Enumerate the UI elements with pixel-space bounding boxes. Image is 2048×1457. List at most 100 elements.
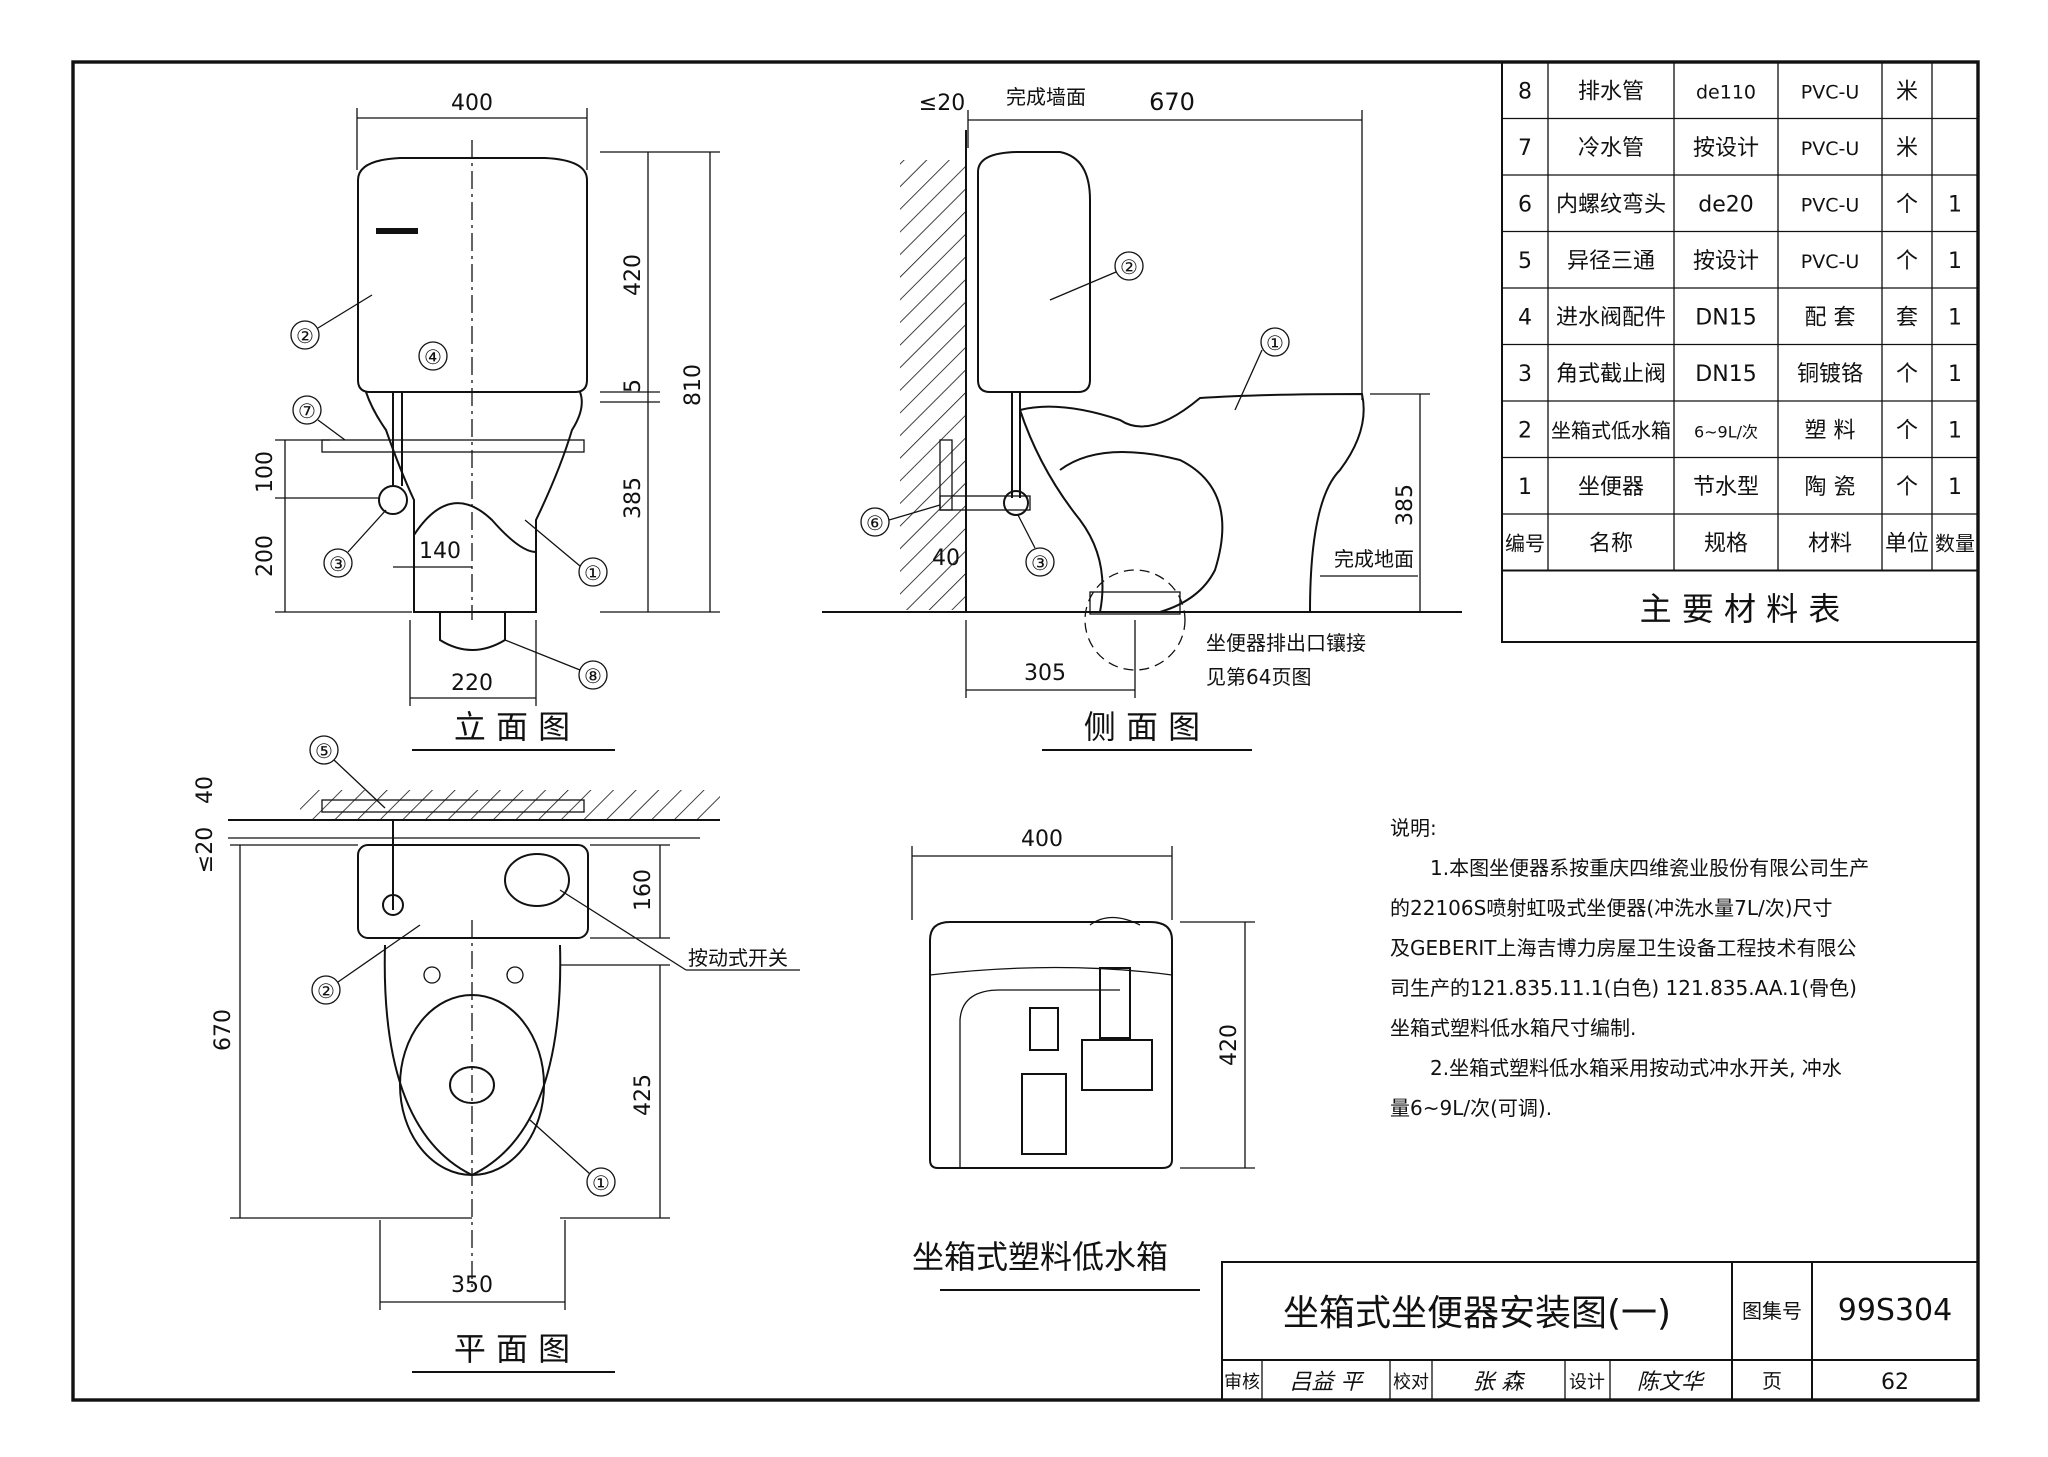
table-cell: 套 xyxy=(1896,305,1918,330)
tank-title: 坐箱式塑料低水箱 xyxy=(912,1238,1168,1276)
note-line: 及GEBERIT上海吉博力房屋卫生设备工程技术有限公 xyxy=(1390,936,1857,960)
callout-8: ⑧ xyxy=(584,664,602,688)
plan-dim-40: 40 xyxy=(193,776,218,804)
table-cell: 个 xyxy=(1896,249,1918,274)
table-cell: DN15 xyxy=(1695,362,1756,387)
elevation-dim-140: 140 xyxy=(419,539,461,564)
table-cell: 米 xyxy=(1896,79,1918,104)
table-cell: 个 xyxy=(1896,192,1918,217)
table-header-cell: 单位 xyxy=(1885,531,1929,556)
table-cell: 个 xyxy=(1896,475,1918,500)
table-header-cell: 材料 xyxy=(1808,531,1852,556)
atlas-label: 图集号 xyxy=(1742,1299,1802,1323)
table-cell: 按设计 xyxy=(1693,249,1759,274)
atlas-number: 99S304 xyxy=(1838,1293,1952,1328)
notes-heading: 说明: xyxy=(1390,816,1437,840)
drawing-title: 坐箱式坐便器安装图(一) xyxy=(1283,1293,1671,1334)
elevation-title: 立 面 图 xyxy=(454,708,570,746)
table-cell: 米 xyxy=(1896,136,1918,161)
review-label: 审核 xyxy=(1224,1372,1260,1393)
elevation-dim-200: 200 xyxy=(253,535,278,577)
table-cell: 5 xyxy=(1518,249,1532,274)
plan-callout-1: ① xyxy=(592,1171,610,1195)
check-label: 校对 xyxy=(1393,1372,1429,1393)
callout-3: ③ xyxy=(329,552,347,576)
note-line: 1.本图坐便器系按重庆四维瓷业股份有限公司生产 xyxy=(1430,856,1869,880)
table-cell: 1 xyxy=(1948,192,1962,217)
table-cell: 冷水管 xyxy=(1578,136,1644,161)
table-cell: DN15 xyxy=(1695,305,1756,330)
elevation-dim-100: 100 xyxy=(253,451,278,493)
side-wall-gap: ≤20 xyxy=(919,91,965,116)
table-cell: 8 xyxy=(1518,79,1532,104)
table-cell: 坐箱式低水箱 xyxy=(1551,418,1671,442)
table-cell: 2 xyxy=(1518,418,1532,443)
table-cell: 角式截止阀 xyxy=(1556,362,1666,387)
table-cell: 1 xyxy=(1948,418,1962,443)
tank-height: 420 xyxy=(1217,1024,1242,1066)
checker-signature: 张 森 xyxy=(1473,1370,1526,1395)
table-cell: PVC-U xyxy=(1801,81,1859,103)
note-line: 坐箱式塑料低水箱尺寸编制. xyxy=(1390,1016,1636,1040)
side-dim-305: 305 xyxy=(1024,661,1066,686)
plan-tank-depth: 160 xyxy=(631,869,656,911)
table-cell: 1 xyxy=(1948,249,1962,274)
tank-detail-view: 400 420 坐箱式塑料低水箱 xyxy=(911,827,1255,1291)
table-cell: 坐便器 xyxy=(1578,475,1644,500)
plan-bowl-length: 425 xyxy=(631,1074,656,1116)
callout-4: ④ xyxy=(424,345,442,369)
note-line: 司生产的121.835.11.1(白色) 121.835.AA.1(骨色) xyxy=(1390,976,1857,1000)
side-view: ≤20 完成墙面 670 385 完成地面 40 305 坐便器排出口镶接 见第… xyxy=(822,85,1462,751)
side-length: 670 xyxy=(1149,88,1195,116)
note-line: 量6~9L/次(可调). xyxy=(1390,1096,1552,1120)
plan-width: 350 xyxy=(451,1273,493,1298)
table-header-cell: 规格 xyxy=(1704,531,1748,556)
plan-callout-2: ② xyxy=(317,979,335,1003)
page-number: 62 xyxy=(1881,1370,1909,1395)
table-cell: 3 xyxy=(1518,362,1532,387)
table-cell: 排水管 xyxy=(1578,79,1644,104)
materials-table-title: 主 要 材 料 表 xyxy=(1640,590,1841,628)
side-outlet-note-2: 见第64页图 xyxy=(1206,665,1311,689)
plan-length: 670 xyxy=(211,1009,236,1051)
table-cell: 7 xyxy=(1518,136,1532,161)
side-dim-40: 40 xyxy=(932,546,960,571)
table-cell: PVC-U xyxy=(1801,194,1859,216)
page-label: 页 xyxy=(1762,1369,1782,1393)
plan-wall-gap: ≤20 xyxy=(193,827,218,873)
table-cell: PVC-U xyxy=(1801,138,1859,160)
table-cell: 异径三通 xyxy=(1567,249,1655,274)
note-line: 的22106S喷射虹吸式坐便器(冲洗水量7L/次)尺寸 xyxy=(1390,896,1833,920)
elevation-width-dim: 400 xyxy=(451,91,493,116)
table-cell: PVC-U xyxy=(1801,251,1859,273)
table-cell: 陶 瓷 xyxy=(1805,475,1856,500)
table-cell: 个 xyxy=(1896,362,1918,387)
plan-title: 平 面 图 xyxy=(454,1330,570,1368)
sheet-border xyxy=(71,60,1980,1402)
notes-block: 说明: 1.本图坐便器系按重庆四维瓷业股份有限公司生产 的22106S喷射虹吸式… xyxy=(1390,816,1869,1120)
table-header-cell: 名称 xyxy=(1589,531,1633,556)
table-cell: 个 xyxy=(1896,418,1918,443)
design-label: 设计 xyxy=(1569,1372,1605,1393)
note-line: 2.坐箱式塑料低水箱采用按动式冲水开关, 冲水 xyxy=(1430,1056,1842,1080)
elevation-total-height: 810 xyxy=(681,364,706,406)
side-callout-1: ① xyxy=(1266,331,1284,355)
tank-width: 400 xyxy=(1021,827,1063,852)
side-title: 侧 面 图 xyxy=(1084,708,1200,746)
table-cell: 1 xyxy=(1948,305,1962,330)
table-cell: 6~9L/次 xyxy=(1694,422,1758,441)
table-cell: 进水阀配件 xyxy=(1556,305,1666,330)
callout-1: ① xyxy=(584,561,602,585)
elevation-gap: 5 xyxy=(621,379,646,393)
table-cell: 按设计 xyxy=(1693,136,1759,161)
side-callout-2: ② xyxy=(1120,255,1138,279)
plan-view: 40 ≤20 670 160 425 350 按动式开关 ⑤ xyxy=(193,735,800,1373)
side-callout-6: ⑥ xyxy=(866,511,884,535)
designer-signature: 陈文华 xyxy=(1637,1370,1706,1395)
side-outlet-note-1: 坐便器排出口镶接 xyxy=(1206,631,1366,655)
plan-switch-label: 按动式开关 xyxy=(688,946,788,970)
side-wall-label: 完成墙面 xyxy=(1006,85,1086,109)
table-cell: 1 xyxy=(1948,362,1962,387)
